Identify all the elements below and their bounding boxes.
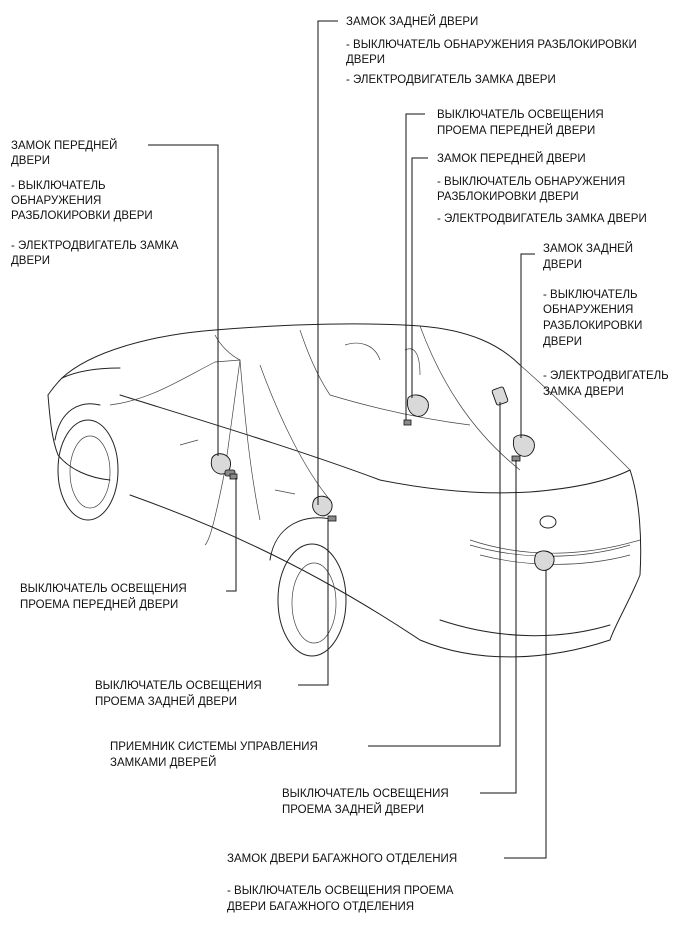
label-receiver: ПРИЕМНИК СИСТЕМЫ УПРАВЛЕНИЯ ЗАМКАМИ ДВЕР… [110, 741, 318, 769]
leader-front-lock-left [148, 144, 219, 456]
leader-rear-courtesy-right [480, 460, 517, 794]
front-lock-left-item1-line2: ОБНАРУЖЕНИЯ [11, 195, 101, 207]
rear-courtesy-right-line2: ПРОЕМА ЗАДНЕЙ ДВЕРИ [282, 803, 424, 816]
leader-lines [148, 20, 547, 859]
label-front-courtesy-right: ВЫКЛЮЧАТЕЛЬ ОСВЕЩЕНИЯ ПРОЕМА ПЕРЕДНЕЙ ДВ… [437, 109, 604, 137]
rear-lock-right-title-line2: ДВЕРИ [543, 259, 582, 271]
leader-front-courtesy-left [226, 478, 237, 592]
rear-lock-right-item1-line2: ОБНАРУЖЕНИЯ [543, 304, 633, 316]
trunk-lock-item1-line2: ДВЕРИ БАГАЖНОГО ОТДЕЛЕНИЯ [227, 901, 414, 913]
front-courtesy-left-line1: ВЫКЛЮЧАТЕЛЬ ОСВЕЩЕНИЯ [20, 583, 187, 595]
label-trunk-lock: ЗАМОК ДВЕРИ БАГАЖНОГО ОТДЕЛЕНИЯ - ВЫКЛЮЧ… [227, 853, 457, 913]
front-lock-right-item2: - ЭЛЕКТРОДВИГАТЕЛЬ ЗАМКА ДВЕРИ [437, 213, 647, 225]
label-rear-courtesy-right: ВЫКЛЮЧАТЕЛЬ ОСВЕЩЕНИЯ ПРОЕМА ЗАДНЕЙ ДВЕР… [282, 788, 449, 816]
label-front-courtesy-left: ВЫКЛЮЧАТЕЛЬ ОСВЕЩЕНИЯ ПРОЕМА ПЕРЕДНЕЙ ДВ… [20, 583, 187, 611]
front-lock-left-title-line1: ЗАМОК ПЕРЕДНЕЙ [11, 139, 117, 152]
label-front-lock-right: ЗАМОК ПЕРЕДНЕЙ ДВЕРИ - ВЫКЛЮЧАТЕЛЬ ОБНАР… [437, 152, 647, 225]
receiver-line1: ПРИЕМНИК СИСТЕМЫ УПРАВЛЕНИЯ [110, 741, 318, 753]
rear-lock-right-item1-line3: РАЗБЛОКИРОВКИ [543, 320, 642, 332]
front-left-courtesy-switch [229, 473, 238, 480]
label-front-lock-left: ЗАМОК ПЕРЕДНЕЙ ДВЕРИ - ВЫКЛЮЧАТЕЛЬ ОБНАР… [11, 139, 179, 267]
front-lock-left-item1-line1: - ВЫКЛЮЧАТЕЛЬ [11, 180, 106, 192]
leader-trunk-lock [504, 570, 547, 859]
leader-rear-courtesy-left [298, 520, 329, 686]
rear-courtesy-right-line1: ВЫКЛЮЧАТЕЛЬ ОСВЕЩЕНИЯ [282, 788, 449, 800]
label-rear-lock-top: ЗАМОК ЗАДНЕЙ ДВЕРИ - ВЫКЛЮЧАТЕЛЬ ОБНАРУЖ… [346, 15, 637, 86]
rear-lock-right-item1-line1: - ВЫКЛЮЧАТЕЛЬ [543, 289, 638, 301]
rear-lock-top-title: ЗАМОК ЗАДНЕЙ ДВЕРИ [346, 15, 478, 28]
rear-lock-right-title-line1: ЗАМОК ЗАДНЕЙ [543, 242, 633, 255]
rear-courtesy-left-line2: ПРОЕМА ЗАДНЕЙ ДВЕРИ [95, 695, 237, 708]
rear-left-courtesy-switch [327, 515, 337, 522]
front-lock-left-item2-line2: ДВЕРИ [11, 255, 50, 267]
receiver-unit [491, 386, 509, 406]
trunk-lock-title: ЗАМОК ДВЕРИ БАГАЖНОГО ОТДЕЛЕНИЯ [227, 853, 457, 865]
receiver-line2: ЗАМКАМИ ДВЕРЕЙ [110, 756, 216, 769]
front-courtesy-left-line2: ПРОЕМА ПЕРЕДНЕЙ ДВЕРИ [20, 598, 178, 611]
front-lock-right-item1-line1: - ВЫКЛЮЧАТЕЛЬ ОБНАРУЖЕНИЯ [437, 176, 625, 188]
rear-lock-right-item1-line4: ДВЕРИ [543, 336, 582, 348]
label-rear-lock-right: ЗАМОК ЗАДНЕЙ ДВЕРИ - ВЫКЛЮЧАТЕЛЬ ОБНАРУЖ… [543, 242, 669, 398]
rear-right-door-lock [512, 434, 535, 457]
front-lock-right-title: ЗАМОК ПЕРЕДНЕЙ ДВЕРИ [437, 152, 586, 165]
front-left-door-lock [210, 453, 236, 477]
rear-lock-top-item2: - ЭЛЕКТРОДВИГАТЕЛЬ ЗАМКА ДВЕРИ [346, 74, 556, 86]
rear-lock-top-item1-line1: - ВЫКЛЮЧАТЕЛЬ ОБНАРУЖЕНИЯ РАЗБЛОКИРОВКИ [346, 39, 637, 51]
rear-courtesy-left-line1: ВЫКЛЮЧАТЕЛЬ ОСВЕЩЕНИЯ [95, 680, 262, 692]
label-rear-courtesy-left: ВЫКЛЮЧАТЕЛЬ ОСВЕЩЕНИЯ ПРОЕМА ЗАДНЕЙ ДВЕР… [95, 680, 262, 708]
front-courtesy-right-line1: ВЫКЛЮЧАТЕЛЬ ОСВЕЩЕНИЯ [437, 109, 604, 121]
leader-front-lock-right [411, 157, 428, 398]
rear-lock-right-item2-line1: - ЭЛЕКТРОДВИГАТЕЛЬ [543, 370, 669, 382]
front-courtesy-right-line2: ПРОЕМА ПЕРЕДНЕЙ ДВЕРИ [437, 124, 595, 137]
leader-receiver [368, 402, 501, 747]
trunk-lock [534, 550, 555, 571]
front-lock-left-item1-line3: РАЗБЛОКИРОВКИ ДВЕРИ [11, 210, 153, 222]
leader-rear-lock-top [317, 20, 338, 505]
front-right-door-lock [403, 394, 429, 426]
rear-lock-right-item2-line2: ЗАМКА ДВЕРИ [543, 386, 624, 398]
front-lock-right-item1-line2: РАЗБЛОКИРОВКИ ДВЕРИ [437, 191, 579, 203]
front-lock-left-item2-line1: - ЭЛЕКТРОДВИГАТЕЛЬ ЗАМКА [11, 240, 179, 252]
front-lock-left-title-line2: ДВЕРИ [11, 155, 50, 167]
leader-rear-lock-right [520, 253, 535, 438]
leader-front-courtesy-right [405, 113, 425, 420]
rear-lock-top-item1-line2: ДВЕРИ [346, 54, 385, 66]
rear-left-door-lock [312, 495, 333, 517]
trunk-lock-item1-line1: - ВЫКЛЮЧАТЕЛЬ ОСВЕЩЕНИЯ ПРОЕМА [227, 885, 454, 897]
